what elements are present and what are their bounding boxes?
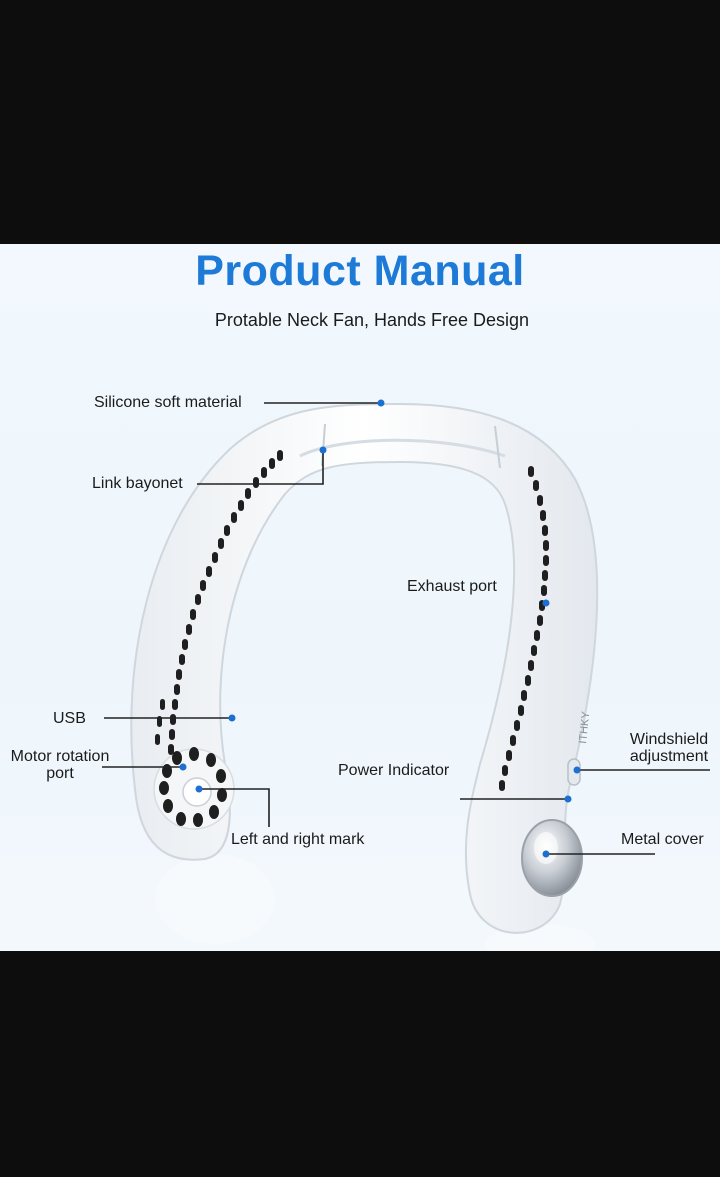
neck-fan-illustration: ITHKY xyxy=(102,399,710,951)
label-exhaust-port: Exhaust port xyxy=(407,578,497,595)
page-title: Product Manual xyxy=(195,247,525,295)
label-usb: USB xyxy=(53,710,86,727)
label-motor-port: Motor rotation port xyxy=(10,748,110,782)
brand-mark: ITHKY xyxy=(577,710,592,744)
metal-cover xyxy=(521,819,583,897)
label-link-bayonet: Link bayonet xyxy=(92,475,183,492)
label-left-right-mark: Left and right mark xyxy=(231,831,365,848)
label-windshield: Windshield adjustment xyxy=(629,731,709,765)
right-vents xyxy=(499,466,549,791)
callout-dots xyxy=(179,399,581,858)
leader-lines xyxy=(102,402,710,855)
motor-port xyxy=(153,747,235,830)
label-silicone: Silicone soft material xyxy=(94,394,242,411)
label-power-indicator: Power Indicator xyxy=(338,762,450,779)
label-metal-cover: Metal cover xyxy=(621,831,704,848)
windshield-button xyxy=(567,758,581,786)
page-subtitle: Protable Neck Fan, Hands Free Design xyxy=(214,310,530,330)
manual-panel: ITHKY Product Manual Protable Neck Fan, … xyxy=(0,244,720,951)
